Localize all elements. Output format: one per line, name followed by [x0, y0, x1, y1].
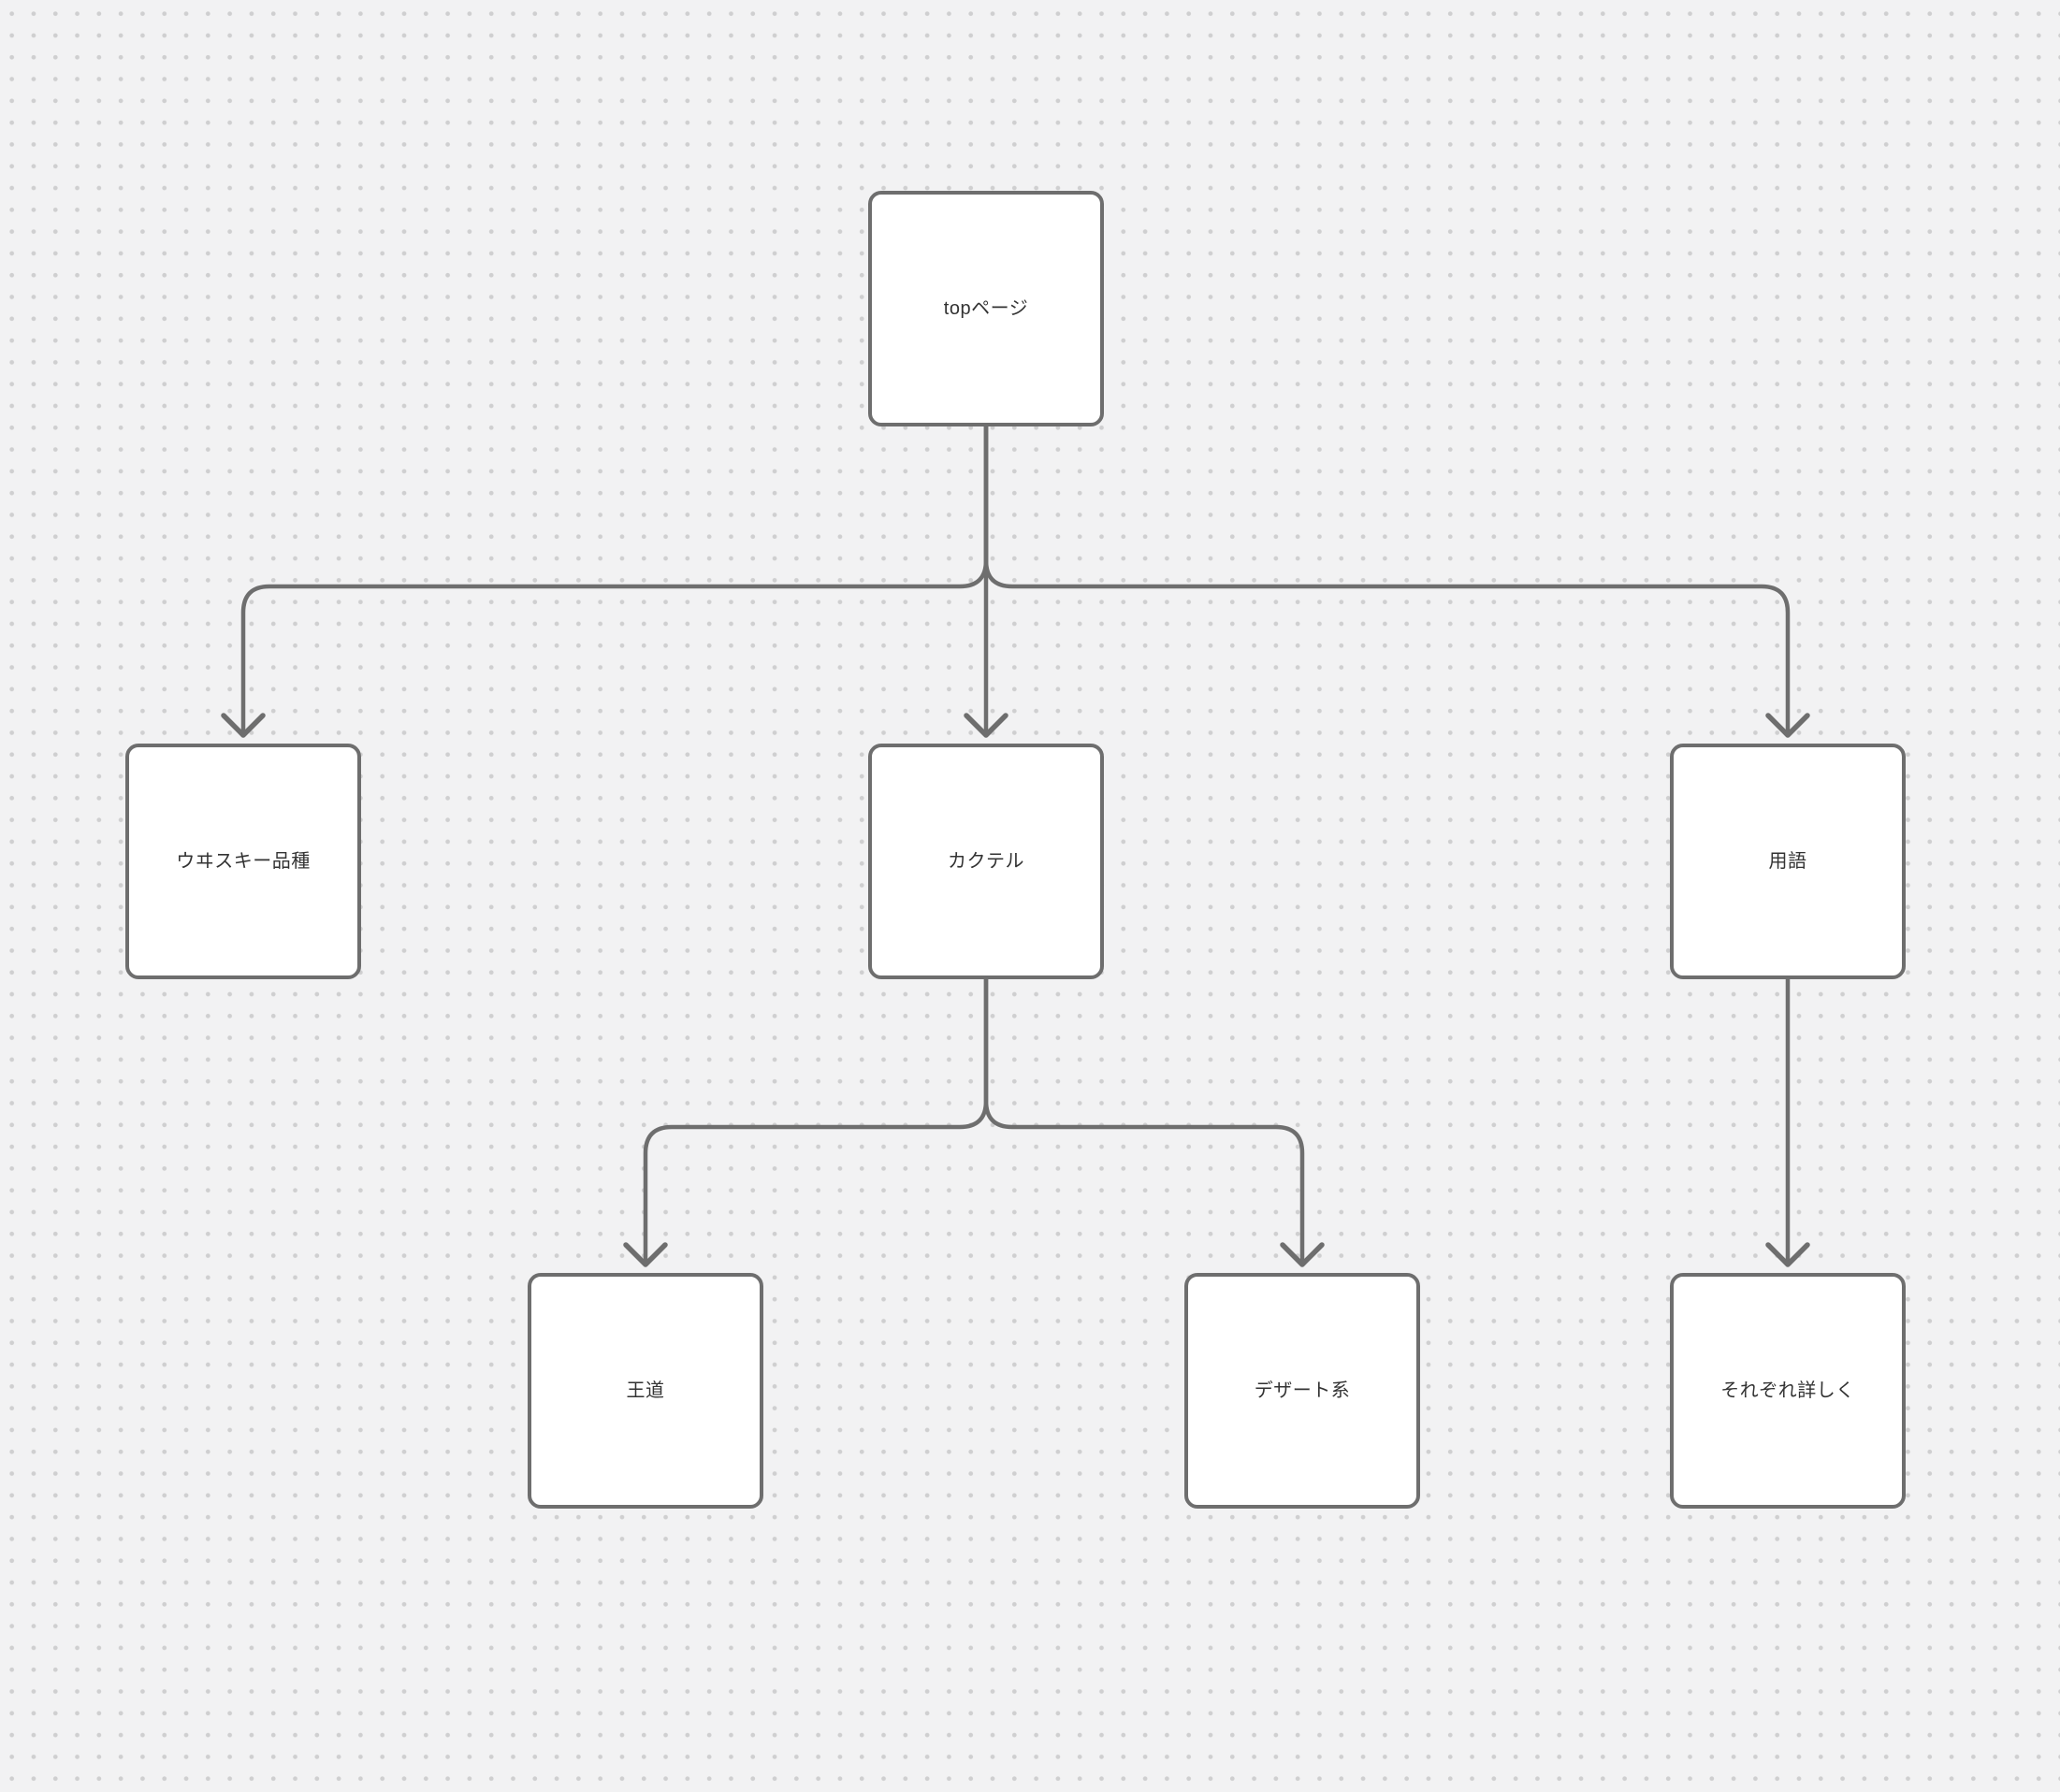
node-classic[interactable]: 王道	[528, 1273, 763, 1509]
arrowhead-down-icon	[623, 1242, 668, 1267]
connector-line[interactable]	[643, 976, 989, 1264]
node-whisky-varieties[interactable]: ウヰスキー品種	[125, 744, 361, 979]
arrowhead-down-icon	[1765, 713, 1810, 738]
arrowhead-down-icon	[1765, 1242, 1810, 1267]
connector-top-to-whisky[interactable]	[221, 424, 989, 738]
node-label: デザート系	[1254, 1380, 1351, 1401]
connector-top-to-terms[interactable]	[983, 424, 1810, 738]
node-label: カクテル	[948, 851, 1024, 872]
node-dessert[interactable]: デザート系	[1184, 1273, 1420, 1509]
node-terms[interactable]: 用語	[1670, 744, 1906, 979]
node-label: 用語	[1768, 851, 1807, 872]
arrowhead-down-icon	[221, 713, 266, 738]
node-each-in-detail[interactable]: それぞれ詳しく	[1670, 1273, 1906, 1509]
connector-cocktail-to-dessert[interactable]	[983, 976, 1325, 1267]
arrowhead-down-icon	[1280, 1242, 1325, 1267]
node-cocktail[interactable]: カクテル	[868, 744, 1104, 979]
connector-line[interactable]	[983, 424, 1791, 734]
connector-line[interactable]	[240, 424, 989, 734]
node-label: 王道	[626, 1380, 665, 1401]
node-label: ウヰスキー品種	[176, 851, 311, 872]
node-top-page[interactable]: topページ	[868, 191, 1104, 426]
node-label: topページ	[943, 298, 1029, 319]
connector-line[interactable]	[983, 976, 1305, 1264]
connector-terms-to-details[interactable]	[1765, 976, 1810, 1267]
arrowhead-down-icon	[964, 713, 1008, 738]
connector-cocktail-to-classic[interactable]	[623, 976, 989, 1267]
node-label: それぞれ詳しく	[1720, 1380, 1855, 1401]
